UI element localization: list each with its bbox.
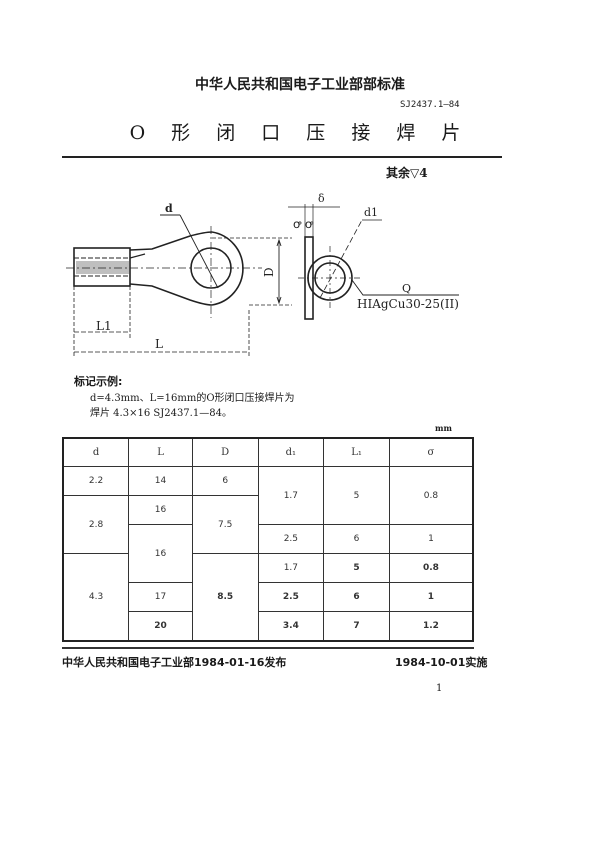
- terminal-drawing: d D L1 L δ ꝍ ꝍ d1 Q HIAgCu30-25(II): [66, 192, 459, 358]
- label-Q: Q: [402, 282, 411, 295]
- cell-d1: 1.7: [257, 466, 325, 525]
- table-row: 4.3 8.5 1.7 5 0.8: [62, 553, 474, 642]
- footer-divider: [62, 647, 474, 649]
- table-row: 2.8 16 7.5: [62, 495, 473, 554]
- title-divider: [62, 156, 502, 158]
- cell-L1: 7: [323, 611, 390, 642]
- document-title: O 形 闭 口 压 接 焊 片: [129, 122, 471, 144]
- cell-L1: 5: [323, 466, 390, 525]
- cell-sigma: 0.8: [388, 553, 474, 583]
- table-row: 16 2.5 6 1: [63, 524, 474, 583]
- table-row: 20 3.4 7 1.2: [63, 611, 474, 642]
- cell-d1: 2.5: [257, 582, 325, 612]
- header-L1: L₁: [323, 437, 390, 467]
- cell-d: 2.8: [62, 495, 130, 554]
- label-d1: d1: [364, 206, 378, 219]
- header-D: D: [191, 437, 259, 467]
- cell-L: 16: [128, 524, 193, 583]
- marking-example-line-2: 焊片 4.3×16 SJ2437.1—84。: [90, 408, 232, 419]
- marking-example-label: 标记示例:: [74, 375, 123, 388]
- cell-sigma: 1.2: [388, 611, 474, 642]
- dimension-table: d L D d₁ L₁ σ 2.2 14 6 1.7 5 0.8 2.8 16 …: [62, 437, 474, 642]
- cell-d: 4.3: [62, 553, 130, 642]
- label-D: D: [262, 267, 276, 277]
- label-L1: L1: [96, 319, 112, 333]
- cell-sigma: 1: [388, 524, 474, 554]
- cell-d1: 1.7: [257, 553, 325, 583]
- cell-D: 7.5: [191, 495, 259, 554]
- surface-finish-note: 其余▽4: [386, 166, 428, 180]
- cell-L: 14: [128, 466, 193, 496]
- cell-D: 6: [191, 466, 259, 496]
- label-delta: δ: [318, 192, 325, 205]
- unit-label: mm: [435, 423, 452, 433]
- issue-statement: 中华人民共和国电子工业部1984-01-16发布: [62, 656, 287, 669]
- header-d1: d₁: [257, 437, 325, 467]
- cell-L1: 5: [323, 553, 390, 583]
- cell-d1: 3.4: [257, 611, 325, 642]
- page-number: 1: [436, 683, 443, 694]
- header-sigma: σ: [388, 437, 474, 467]
- label-L: L: [155, 337, 163, 351]
- cell-L: 17: [128, 582, 193, 612]
- header-d: d: [62, 437, 130, 467]
- table-row: 17 2.5 6 1: [63, 582, 474, 612]
- table-row: 2.2 14 6 1.7 5 0.8: [62, 466, 474, 525]
- cell-sigma: 0.8: [388, 466, 474, 525]
- header-L: L: [128, 437, 193, 467]
- cell-L1: 6: [323, 582, 390, 612]
- label-solder-spec: HIAgCu30-25(II): [357, 297, 459, 311]
- standard-code: SJ2437.1—84: [400, 100, 460, 110]
- cell-sigma: 1: [388, 582, 474, 612]
- cell-d: 2.2: [62, 466, 130, 496]
- svg-text:ꝍ ꝍ: ꝍ ꝍ: [293, 217, 314, 231]
- marking-example-line-1: d=4.3mm、L=16mm的O形闭口压接焊片为: [90, 393, 295, 404]
- table-header-row: d L D d₁ L₁ σ: [62, 437, 474, 467]
- cell-D: 8.5: [191, 553, 259, 642]
- label-d: d: [165, 202, 173, 215]
- cell-L: 20: [128, 611, 193, 642]
- cell-d1: 2.5: [257, 524, 325, 554]
- cell-L1: 6: [323, 524, 390, 554]
- cell-L: 16: [128, 495, 193, 525]
- effective-date: 1984-10-01实施: [395, 656, 488, 669]
- issuing-organization: 中华人民共和国电子工业部部标准: [195, 77, 405, 93]
